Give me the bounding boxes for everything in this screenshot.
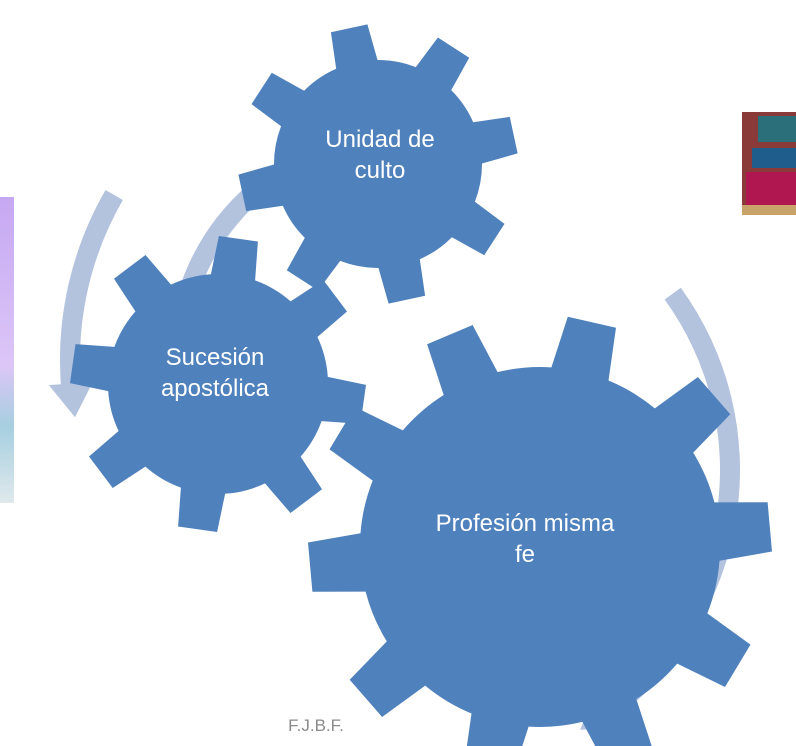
gear-unidad	[238, 24, 518, 304]
gears-group	[70, 24, 772, 746]
gear-label-line: fe	[514, 541, 535, 568]
gear-label-line: Sucesión	[165, 344, 265, 371]
right-edge-picture	[742, 112, 796, 215]
arrow-left	[48, 190, 123, 418]
left-edge-picture	[0, 197, 14, 503]
gear-label-line: Profesión misma	[435, 510, 615, 537]
footer-initials: F.J.B.F.	[288, 716, 344, 735]
gear-label-line: Unidad de	[325, 126, 435, 153]
gear-label-line: apostólica	[160, 375, 270, 402]
gear-label-sucesion-apostolica: Sucesión apostólica	[125, 342, 305, 404]
gear-label-line: culto	[354, 157, 406, 184]
gear-sucesion	[70, 236, 366, 532]
gear-label-unidad-de-culto: Unidad de culto	[290, 124, 470, 186]
gear-profesion	[308, 316, 772, 746]
gear-label-profesion-misma-fe: Profesión misma fe	[390, 508, 660, 570]
